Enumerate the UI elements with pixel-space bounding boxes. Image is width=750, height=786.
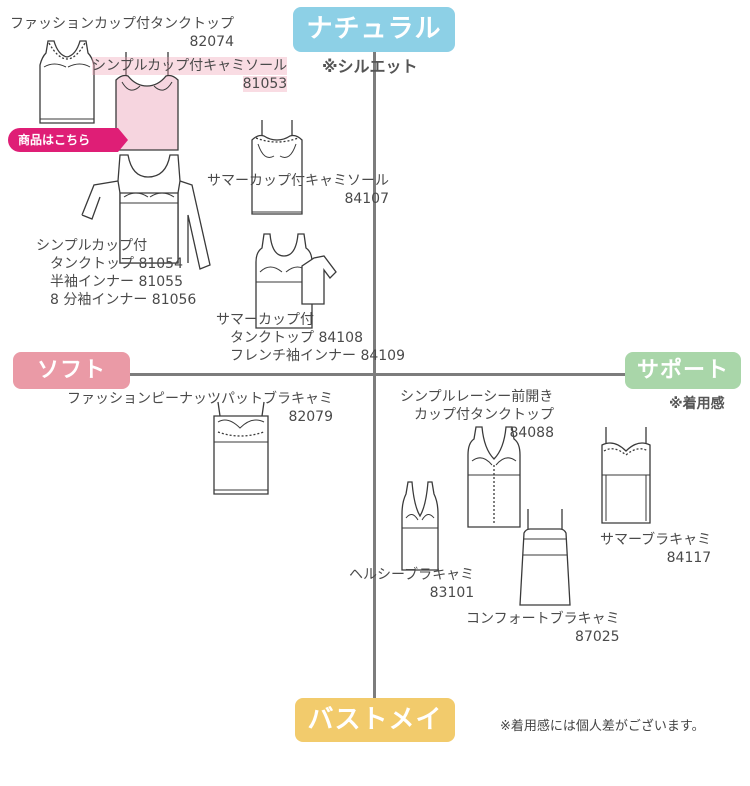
garment-84088-tanktop[interactable] (466, 425, 522, 529)
label-81053[interactable]: シンプルカップ付キャミソール 81053 (92, 57, 288, 93)
garment-81053-camisole[interactable] (112, 50, 182, 152)
vertical-axis (373, 52, 376, 704)
axis-label-support: サポート (625, 352, 741, 389)
garment-83101-bracami[interactable] (398, 480, 442, 572)
product-code: 81053 (92, 75, 288, 93)
axis-label-soft: ソフト (13, 352, 130, 389)
product-name: サマーカップ付キャミソール (207, 173, 389, 189)
note-footer: ※着用感には個人差がございます。 (500, 719, 705, 734)
product-code: 82079 (288, 409, 333, 425)
label-82074: ファッションカップ付タンクトップ 82074 (10, 15, 234, 51)
product-name: ヘルシーブラキャミ (349, 567, 475, 583)
product-code: 84117 (666, 550, 712, 566)
product-name: ファッションピーナッツパットブラキャミ (67, 391, 333, 407)
garment-87025-bracami[interactable] (516, 507, 574, 607)
garment-84108-group[interactable] (250, 232, 342, 330)
label-84117: サマーブラキャミ 84117 (600, 531, 711, 567)
product-line-2: カップ付タンクトップ (414, 407, 554, 423)
label-87025: コンフォートブラキャミ 87025 (466, 610, 620, 646)
product-name[interactable]: シンプルカップ付キャミソール (92, 57, 288, 75)
label-84088: シンプルレーシー前開き カップ付タンクトップ 84088 (400, 388, 554, 442)
horizontal-axis (118, 373, 638, 376)
garment-84107-camisole[interactable] (250, 118, 304, 216)
product-line-2: タンクトップ 81054 (50, 256, 183, 272)
product-name: サマーブラキャミ (600, 532, 712, 548)
product-link-badge[interactable]: 商品はこちら (8, 128, 128, 152)
garment-82079-bracami[interactable] (210, 400, 272, 496)
product-line-1: サマーカップ付 (216, 312, 314, 328)
note-support: ※着用感 (669, 396, 725, 412)
product-code: 87025 (575, 629, 620, 645)
product-line-2: タンクトップ 84108 (230, 330, 363, 346)
note-silhouette: ※シルエット (322, 57, 418, 76)
product-name: コンフォートブラキャミ (466, 611, 620, 627)
product-line-4: 8 分袖インナー 81056 (50, 292, 197, 308)
axis-label-natural: ナチュラル (293, 7, 455, 52)
axis-label-bustmake: バストメイク (295, 698, 455, 779)
product-code: 84088 (509, 425, 554, 441)
garment-84117-bracami[interactable] (598, 425, 654, 525)
garment-82074-tanktop[interactable] (36, 37, 98, 127)
label-82079: ファッションピーナッツパットブラキャミ 82079 (67, 390, 333, 426)
product-code: 84107 (344, 191, 389, 207)
garment-81054-group[interactable] (80, 153, 215, 271)
label-84108-group: サマーカップ付 タンクトップ 84108 フレンチ袖インナー 84109 (216, 311, 405, 365)
product-code-text[interactable]: 81053 (242, 76, 288, 92)
product-line-3: 半袖インナー 81055 (50, 274, 183, 290)
product-line-1: シンプルレーシー前開き (400, 389, 554, 405)
label-81054-group: シンプルカップ付 タンクトップ 81054 半袖インナー 81055 8 分袖イ… (36, 237, 196, 309)
product-code: 83101 (429, 585, 475, 601)
product-name: ファッションカップ付タンクトップ (10, 16, 234, 32)
label-83101: ヘルシーブラキャミ 83101 (349, 566, 474, 602)
product-code: 82074 (189, 34, 234, 50)
product-line-1: シンプルカップ付 (36, 238, 148, 254)
label-84107: サマーカップ付キャミソール 84107 (207, 172, 389, 208)
product-line-3: フレンチ袖インナー 84109 (230, 348, 405, 364)
